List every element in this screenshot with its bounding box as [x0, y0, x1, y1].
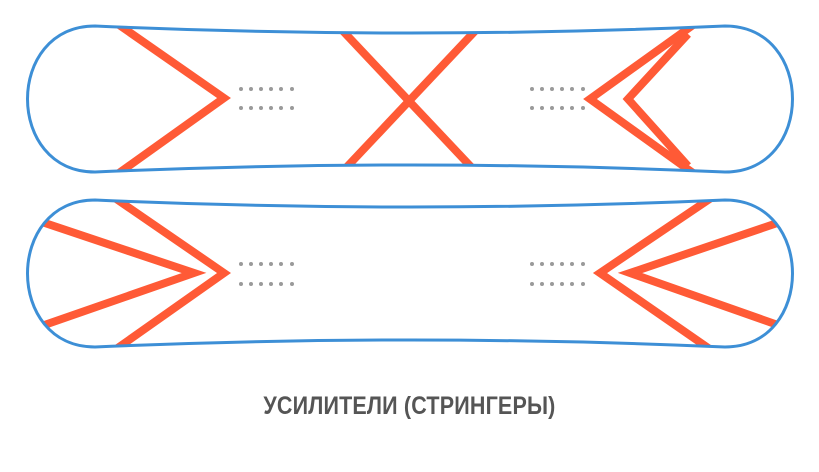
insert-dot — [239, 282, 243, 286]
insert-dot — [290, 87, 294, 91]
insert-dot — [239, 87, 243, 91]
insert-dot — [581, 262, 585, 266]
diagram-caption: УСИЛИТЕЛИ (СТРИНГЕРЫ) — [263, 392, 556, 420]
insert-dot — [239, 106, 243, 110]
insert-dot — [530, 262, 534, 266]
insert-dot — [560, 106, 564, 110]
insert-dot — [530, 87, 534, 91]
board-top-insert-dots-tail — [530, 87, 585, 110]
insert-dot — [581, 87, 585, 91]
insert-dot — [290, 262, 294, 266]
insert-dot — [560, 282, 564, 286]
board-bottom-insert-dots-nose — [239, 262, 294, 286]
insert-dot — [249, 106, 253, 110]
insert-dot — [581, 106, 585, 110]
insert-dot — [259, 262, 263, 266]
insert-dot — [279, 262, 283, 266]
insert-dot — [550, 87, 554, 91]
insert-dot — [279, 87, 283, 91]
stringer-tail-chevron-outer — [583, 26, 703, 172]
insert-dot — [581, 282, 585, 286]
insert-dot — [239, 262, 243, 266]
insert-dot — [550, 282, 554, 286]
insert-dot — [259, 282, 263, 286]
board-bottom-insert-dots-tail — [530, 262, 585, 286]
snowboard-stringers-diagram — [26, 24, 794, 349]
board-bottom-outline — [26, 198, 794, 349]
stringer-nose-chevron-outer — [109, 200, 231, 347]
board-top-outline — [26, 24, 794, 174]
stringer-nose-chevron-inner — [28, 214, 207, 334]
insert-dot — [259, 106, 263, 110]
insert-dot — [530, 282, 534, 286]
snowboard-top — [26, 24, 794, 174]
insert-dot — [279, 282, 283, 286]
snowboard-bottom — [26, 198, 794, 349]
insert-dot — [570, 262, 574, 266]
insert-dot — [560, 262, 564, 266]
insert-dot — [540, 87, 544, 91]
insert-dot — [269, 262, 273, 266]
insert-dot — [550, 262, 554, 266]
insert-dot — [279, 106, 283, 110]
stringer-center-x-diagonal-2 — [341, 27, 479, 172]
insert-dot — [570, 87, 574, 91]
stringer-nose-chevron — [109, 26, 231, 172]
insert-dot — [290, 282, 294, 286]
stringer-tail-chevron-inner — [622, 31, 691, 169]
insert-dot — [269, 282, 273, 286]
insert-dot — [249, 87, 253, 91]
insert-dot — [550, 106, 554, 110]
insert-dot — [269, 106, 273, 110]
insert-dot — [570, 106, 574, 110]
stringer-tail-chevron-outer — [592, 200, 717, 347]
stringer-tail-chevron-inner — [617, 214, 793, 334]
insert-dot — [269, 87, 273, 91]
insert-dot — [570, 282, 574, 286]
insert-dot — [530, 106, 534, 110]
board-top-stringers — [109, 26, 703, 172]
insert-dot — [560, 87, 564, 91]
board-top-insert-dots-nose — [239, 87, 294, 110]
insert-dot — [249, 262, 253, 266]
insert-dot — [540, 106, 544, 110]
insert-dot — [540, 282, 544, 286]
insert-dot — [249, 282, 253, 286]
insert-dot — [290, 106, 294, 110]
insert-dot — [259, 87, 263, 91]
insert-dot — [540, 262, 544, 266]
board-bottom-stringers — [28, 200, 793, 347]
